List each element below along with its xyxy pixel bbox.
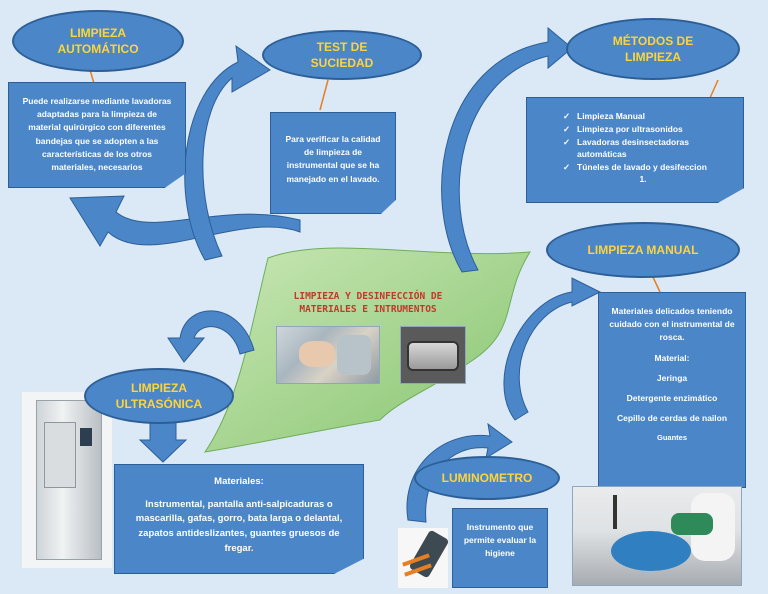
metodo-item: ✓Lavadoras desinsectadoras automáticas — [563, 136, 689, 160]
text-test-suciedad: Para verificar la calidad de limpieza de… — [270, 112, 396, 214]
metodo-item: ✓Limpieza Manual — [563, 111, 646, 121]
metodo-item: ✓Limpieza por ultrasonidos — [563, 123, 683, 134]
arrow-down-materiales — [138, 417, 188, 463]
metodos-footnote: 1. — [639, 173, 647, 184]
node-luminometro: LUMINOMETRO — [414, 456, 560, 500]
arrow-to-test — [184, 44, 271, 261]
text-metodos-limpieza: ✓Limpieza Manual ✓Limpieza por ultrasoni… — [526, 97, 744, 203]
photo-cleaning-hands — [276, 326, 380, 384]
node-limpieza-manual: LIMPIEZA MANUAL — [546, 222, 740, 278]
text-limpieza-ultrasonica: Materiales: Instrumental, pantalla anti-… — [114, 464, 364, 574]
text-limpieza-manual: Materiales delicados teniendo cuidado co… — [598, 292, 746, 488]
photo-luminometer-device — [398, 528, 450, 588]
arrow-to-automatico — [69, 195, 301, 247]
metodos-list: ✓Limpieza Manual ✓Limpieza por ultrasoni… — [561, 110, 725, 174]
arrow-to-ultrasonica — [167, 310, 255, 363]
arrow-to-manual — [503, 277, 602, 421]
text-limpieza-automatico: Puede realizarse mediante lavadoras adap… — [8, 82, 186, 188]
photo-manual-cleaning — [572, 486, 742, 586]
text-luminometro: Instrumento que permite evaluar la higie… — [452, 508, 548, 588]
metodo-item: ✓Túneles de lavado y desifeccion — [563, 162, 707, 172]
photo-washer-machine — [22, 392, 112, 568]
photo-ultrasonic-bath — [400, 326, 466, 384]
center-title: LIMPIEZA Y DESINFECCIÓN DE MATERIALES E … — [293, 291, 443, 316]
